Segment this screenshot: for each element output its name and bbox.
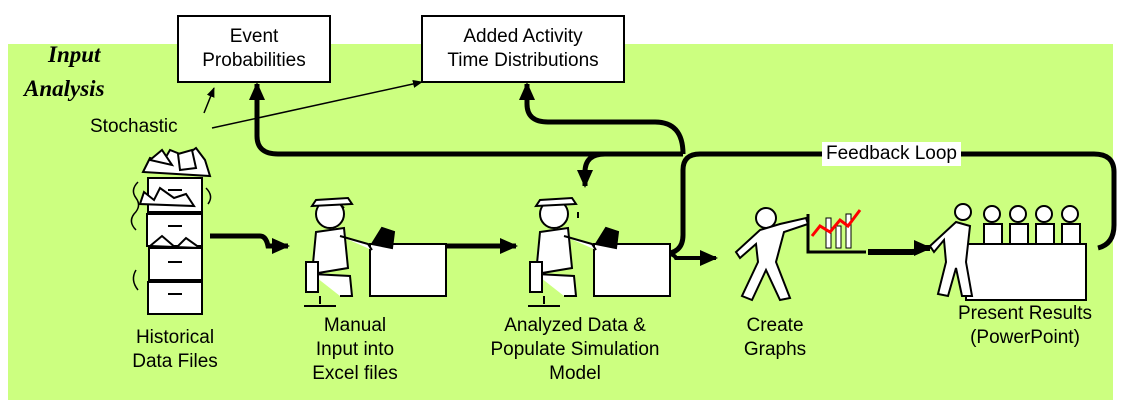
file-cabinet-icon: [130, 146, 212, 315]
event-box-line1: Event: [229, 26, 279, 47]
activity-box-line2: Time Distributions: [447, 50, 599, 71]
stochastic-arrow-event: [203, 87, 215, 114]
feedback-to-event-arrow: [249, 82, 605, 157]
graph-icon: [806, 209, 866, 254]
activity-box-line1: Added Activity: [463, 26, 583, 47]
graphs-label-line2: Graphs: [743, 339, 807, 360]
flow-arrow-4: [868, 240, 932, 256]
present-label-line1: Present Results: [957, 303, 1093, 324]
feedback-loop-label: Feedback Loop: [822, 142, 961, 166]
stochastic-arrow-activity: [211, 80, 423, 129]
manual-label-line3: Excel files: [312, 363, 398, 384]
analyzed-label-line1: Analyzed Data &: [504, 315, 646, 336]
historical-label-line1: Historical: [135, 327, 215, 348]
analyzed-label-line2: Populate Simulation: [490, 339, 660, 360]
analyzed-label-line3: Model: [549, 363, 601, 384]
section-label-line1: Input: [48, 42, 101, 67]
stochastic-label: Stochastic: [90, 116, 178, 137]
flow-arrow-1: [210, 233, 290, 254]
feedback-loop-line: [640, 151, 1117, 257]
manual-label-line1: Manual: [323, 315, 387, 336]
feedback-to-activity-arrow: [519, 82, 686, 155]
audience-icon: [928, 203, 1087, 301]
historical-label-line2: Data Files: [132, 351, 218, 372]
event-box-line2: Probabilities: [202, 50, 306, 71]
present-label-line2: (PowerPoint): [970, 327, 1080, 348]
section-label-line2: Analysis: [24, 76, 105, 101]
manual-label-line2: Input into: [315, 339, 395, 360]
event-probabilities-box: Event Probabilities: [177, 15, 331, 83]
person-at-computer-icon-2: [528, 196, 671, 307]
graphs-label-line1: Create: [746, 315, 804, 336]
activity-distributions-box: Added Activity Time Distributions: [421, 15, 625, 83]
person-at-computer-icon: [304, 196, 447, 307]
